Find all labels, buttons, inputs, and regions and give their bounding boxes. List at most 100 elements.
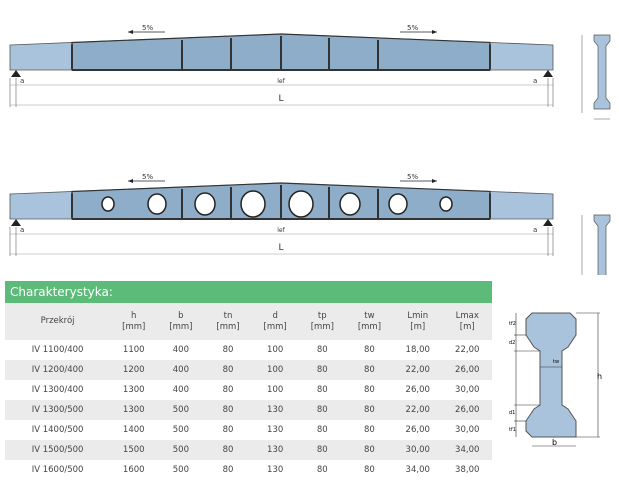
- header-name: Lmin: [407, 310, 429, 321]
- table-cell: 22,00: [393, 360, 443, 380]
- header-unit: [m]: [459, 321, 475, 332]
- column-header: Lmin[m]: [393, 303, 443, 340]
- table-cell: 80: [298, 360, 346, 380]
- small-cross-section: [581, 34, 611, 120]
- header-unit: [mm]: [310, 321, 334, 332]
- table-cell: 1500: [110, 440, 158, 460]
- table-cell: 80: [316, 385, 328, 395]
- table-cell: IV 1200/400: [5, 360, 111, 380]
- dim-lef: lef: [277, 78, 285, 85]
- table-cell: 80: [204, 360, 252, 380]
- table-cell: 100: [251, 360, 299, 380]
- table-cell: 80: [364, 385, 375, 395]
- label-d1: d1: [509, 410, 515, 416]
- table-cell: 130: [267, 425, 284, 435]
- table-cell: 500: [172, 425, 189, 435]
- table-cell: 1300: [110, 400, 158, 420]
- column-header: h[mm]: [110, 303, 158, 340]
- table-cell: 80: [316, 425, 328, 435]
- web-opening: [388, 193, 408, 215]
- table-cell: 400: [172, 345, 189, 355]
- label-h: h: [597, 372, 602, 381]
- table-cell: 80: [364, 465, 375, 475]
- header-name: h: [131, 310, 137, 321]
- slope-label-left: 5%: [142, 24, 153, 32]
- table-cell: 30,00: [455, 425, 480, 435]
- small-cross-section: [581, 214, 611, 275]
- table-cell: 80: [345, 360, 393, 380]
- header-name: b: [178, 310, 184, 321]
- table-cell: 22,00: [393, 400, 443, 420]
- table-cell: 26,00: [442, 400, 492, 420]
- table-cell: 18,00: [405, 345, 430, 355]
- table-cell: 80: [345, 400, 393, 420]
- table-cell: 130: [251, 400, 299, 420]
- column-header: d[mm]: [251, 303, 299, 340]
- web-opening: [101, 196, 115, 212]
- dim-L: L: [278, 94, 283, 104]
- label-b: b: [552, 438, 557, 447]
- header-name: tp: [317, 310, 327, 321]
- dim-a-left: a: [20, 77, 24, 85]
- web-opening: [240, 190, 266, 218]
- table-cell: 130: [251, 440, 299, 460]
- label-tw: tw: [553, 359, 559, 365]
- table-cell: 400: [172, 385, 189, 395]
- header-unit: [mm]: [357, 321, 382, 332]
- header-name: tn: [223, 310, 233, 321]
- table-cell: 80: [345, 440, 393, 460]
- table-cell: 80: [222, 425, 234, 435]
- column-header: Lmax[m]: [442, 303, 492, 340]
- label-tf1: tf1: [509, 427, 516, 433]
- web-opening: [439, 196, 453, 212]
- table-cell: IV 1400/500: [31, 425, 84, 435]
- table-cell: 34,00: [442, 440, 492, 460]
- dim-a-left: a: [20, 226, 24, 234]
- table-cell: 130: [267, 465, 284, 475]
- slope-label-right: 5%: [407, 24, 418, 32]
- table-cell: 1300: [122, 385, 145, 395]
- table-cell: 26,00: [442, 360, 492, 380]
- web-opening: [194, 192, 216, 216]
- table-cell: 1100: [122, 345, 145, 355]
- slope-label-left: 5%: [142, 173, 153, 181]
- table-cell: 22,00: [455, 345, 480, 355]
- table-cell: 80: [298, 440, 346, 460]
- table-cell: 26,00: [405, 425, 430, 435]
- label-tf2: tf2: [509, 321, 516, 327]
- dim-a-right: a: [533, 226, 537, 234]
- table-cell: 80: [204, 440, 252, 460]
- table-cell: 1200: [110, 360, 158, 380]
- web-opening: [147, 193, 167, 215]
- header-name: tw: [364, 310, 375, 321]
- header-unit: [mm]: [169, 321, 193, 332]
- large-cross-section: h b tw tf2 d2 d1 tf1: [509, 312, 602, 447]
- table-cell: IV 1100/400: [31, 345, 84, 355]
- header-unit: [mm]: [122, 321, 146, 332]
- header-unit: [mm]: [216, 321, 240, 332]
- table-cell: 80: [316, 465, 328, 475]
- table-cell: 38,00: [455, 465, 480, 475]
- table-cell: 500: [157, 440, 205, 460]
- table-cell: 500: [157, 400, 205, 420]
- table-cell: 80: [204, 400, 252, 420]
- column-header: tp[mm]: [298, 303, 346, 340]
- dim-a-right: a: [533, 77, 537, 85]
- table-cell: 30,00: [393, 440, 443, 460]
- table-cell: IV 1300/400: [31, 385, 84, 395]
- table-cell: 80: [298, 400, 346, 420]
- header-name: Przekrój: [40, 316, 75, 326]
- table-cell: 30,00: [455, 385, 480, 395]
- table-cell: IV 1600/500: [31, 465, 84, 475]
- web-opening: [339, 192, 361, 216]
- header-unit: [m]: [410, 321, 426, 332]
- table-cell: 34,00: [405, 465, 430, 475]
